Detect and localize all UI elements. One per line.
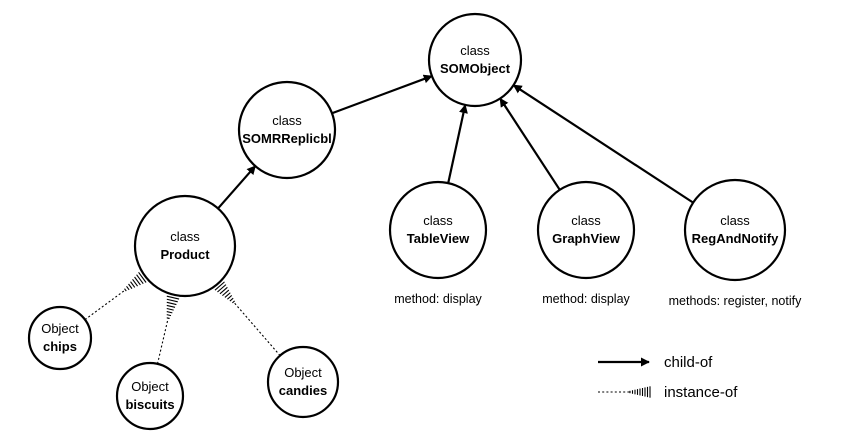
legend-label: child-of (664, 354, 713, 371)
node-name-label: RegAndNotify (692, 231, 779, 246)
node-name-label: biscuits (125, 397, 174, 412)
node-name-label: SOMObject (440, 61, 511, 76)
instance-of-edge-candies-product (212, 278, 281, 356)
node-circle (388, 180, 488, 280)
node-kind-label: Object (284, 365, 322, 380)
node-kind-label: class (571, 213, 601, 228)
node-name-label: chips (43, 339, 77, 354)
child-of-edge-tableview-somobject (447, 104, 468, 184)
legend: child-of instance-of (598, 354, 738, 401)
method-label-tableview: method: display (394, 292, 482, 306)
method-label-graphview: method: display (542, 292, 630, 306)
legend-instance-of-arrow (598, 386, 651, 398)
node-circle (133, 194, 237, 298)
instance-of-edge-chips-product (84, 269, 150, 321)
child-of-edge-graphview-somobject (499, 97, 561, 191)
node-name-label: candies (279, 383, 327, 398)
object-node-biscuits: Object biscuits (115, 361, 185, 431)
node-kind-label: class (720, 213, 750, 228)
node-circle (115, 361, 185, 431)
legend-label: instance-of (664, 384, 738, 401)
node-name-label: GraphView (552, 231, 621, 246)
node-name-label: SOMRReplicbl (242, 131, 332, 146)
nodes-layer: classSOMObjectclassSOMRReplicblclassProd… (27, 12, 802, 431)
child-of-edge-product-somrreplicbl (217, 165, 257, 210)
node-circle (536, 180, 636, 280)
node-circle (427, 12, 523, 108)
node-circle (237, 80, 337, 180)
node-kind-label: class (460, 43, 490, 58)
node-kind-label: Object (41, 321, 79, 336)
object-node-candies: Object candies (266, 345, 340, 419)
node-circle (27, 305, 93, 371)
node-name-label: Product (160, 247, 210, 262)
node-circle (683, 178, 787, 282)
node-kind-label: class (423, 213, 453, 228)
instance-of-edge-biscuits-product (156, 292, 181, 364)
node-circle (266, 345, 340, 419)
method-label-regandnotify: methods: register, notify (669, 294, 802, 308)
node-kind-label: class (272, 113, 302, 128)
legend-item-child-of: child-of (598, 354, 713, 371)
legend-item-instance-of: instance-of (598, 384, 738, 401)
node-name-label: TableView (407, 231, 470, 246)
node-kind-label: class (170, 229, 200, 244)
child-of-edge-somrreplicbl-somobject (331, 74, 433, 115)
node-kind-label: Object (131, 379, 169, 394)
object-node-chips: Object chips (27, 305, 93, 371)
child-of-edge-regandnotify-somobject (512, 84, 694, 204)
